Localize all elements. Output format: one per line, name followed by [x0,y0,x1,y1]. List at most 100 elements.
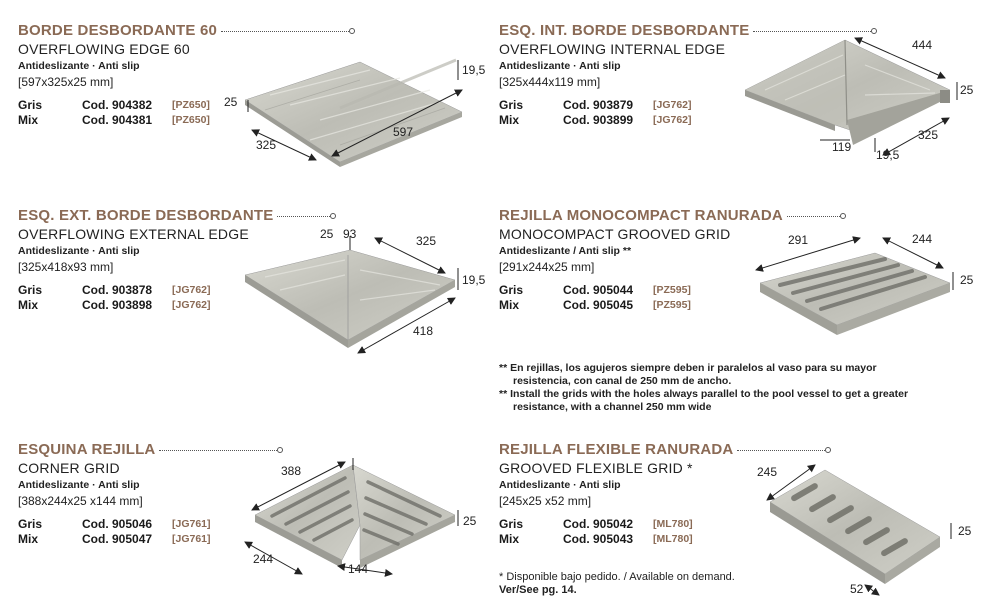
product-title: REJILLA FLEXIBLE RANURADA [499,440,734,458]
product-ref: [PZ650] [172,113,210,126]
product-subtitle: GROOVED FLEXIBLE GRID * [499,460,693,476]
dimension-lines-borde-60 [247,60,463,161]
product-size: [245x25 x52 mm] [499,494,592,508]
product-code: Cod. 904381 [82,112,153,127]
product-illustration-esq-int [744,39,951,145]
product-ref: [ML780] [653,532,693,545]
product-code: Cod. 905045 [563,297,634,312]
dimension-lines-rejilla-flexible [766,464,952,596]
dimension-depth: 144 [348,562,369,576]
dimension-length: 291 [788,233,809,247]
product-code: Cod. 905044 [563,282,634,297]
dimension-width: 325 [256,138,277,152]
dimension-height: 19,5 [876,148,900,162]
see-page-text: Ver/See pg. 14. [499,584,577,596]
color-name: Gris [18,282,43,297]
product-subtitle: OVERFLOWING INTERNAL EDGE [499,41,726,57]
product-ref: [ML780] [653,517,693,530]
dimension-thickness: 25 [960,273,974,287]
product-code: Cod. 905042 [563,516,634,531]
dimension-lines-esquina-rejilla [244,458,459,577]
product-card-rejilla-monocompact: REJILLA MONOCOMPACT RANURADA MONOCOMPACT… [499,205,846,312]
product-ref: [JG761] [172,532,211,545]
color-name: Mix [499,297,520,312]
color-name: Gris [499,282,524,297]
dimension-length: 245 [757,465,778,479]
availability-note: * Disponible bajo pedido. / Available on… [499,571,735,597]
product-code: Cod. 903879 [563,97,634,112]
color-name: Mix [18,112,39,127]
product-title: ESQUINA REJILLA [18,440,156,458]
product-code: Cod. 905043 [563,531,634,546]
dimension-lines-rejilla-monocompact [755,236,954,290]
product-ref: [JG761] [172,517,211,530]
color-name: Mix [499,112,520,127]
product-subtitle: MONOCOMPACT GROOVED GRID [499,226,731,242]
dimension-width: 325 [918,128,939,142]
grid-note: ** En rejillas, los agujeros siempre deb… [499,362,908,414]
antislip-label: Antideslizante · Anti slip [499,60,621,72]
dimension-length: 597 [393,125,414,139]
dimension-width: 244 [912,232,933,246]
dimension-length: 418 [413,324,434,338]
color-name: Gris [499,516,524,531]
product-ref: [JG762] [653,98,692,111]
antislip-label: Antideslizante / Anti slip ** [499,245,632,257]
product-code: Cod. 904382 [82,97,153,112]
dimension-width: 244 [253,552,274,566]
product-ref: [JG762] [172,283,211,296]
grid-note-en-2: resistance, with a channel 250 mm wide [513,401,712,413]
product-ref: [JG762] [653,113,692,126]
product-title: BORDE DESBORDANTE 60 [18,21,218,39]
product-size: [291x244x25 mm] [499,260,595,274]
product-code: Cod. 905046 [82,516,153,531]
dimension-height: 19,5 [462,63,486,77]
grid-note-en: ** Install the grids with the holes alwa… [499,388,909,400]
product-size: [325x444x119 mm] [499,75,601,89]
product-subtitle: CORNER GRID [18,460,120,476]
antislip-label: Antideslizante · Anti slip [499,479,621,491]
dimension-lines-esq-ext [349,236,459,354]
color-name: Gris [18,97,43,112]
dimension-thickness: 25 [463,514,477,528]
color-name: Mix [18,297,39,312]
dimension-width: 325 [416,234,437,248]
dimension-depth: 119 [832,140,852,154]
product-code: Cod. 905047 [82,531,153,546]
product-size: [388x244x25 x144 mm] [18,494,143,508]
product-subtitle: OVERFLOWING EDGE 60 [18,41,190,57]
product-ref: [PZ650] [172,98,210,111]
product-ref: [PZ595] [653,298,691,311]
antislip-label: Antideslizante · Anti slip [18,245,140,257]
product-title: ESQ. EXT. BORDE DESBORDANTE [18,206,274,224]
color-name: Mix [18,531,39,546]
product-ref: [PZ595] [653,283,691,296]
antislip-label: Antideslizante · Anti slip [18,479,140,491]
dimension-height: 19,5 [462,273,486,287]
product-ref: [JG762] [172,298,211,311]
dimension-width: 52 [850,582,864,596]
product-card-borde-desbordante-60: BORDE DESBORDANTE 60 OVERFLOWING EDGE 60… [18,20,356,127]
grid-note-es: ** En rejillas, los agujeros siempre deb… [499,362,877,374]
dimension-thickness: 25 [224,95,238,109]
color-name: Mix [499,531,520,546]
grid-note-es-2: resistencia, con canal de 250 mm de anch… [513,375,732,387]
dimension-lines-esq-int [820,37,958,156]
product-card-rejilla-flexible: REJILLA FLEXIBLE RANURADA GROOVED FLEXIB… [499,439,832,546]
antislip-label: Antideslizante · Anti slip [18,60,140,72]
dimension-thickness: 25 [320,227,334,241]
dimension-length: 444 [912,38,933,52]
color-name: Gris [499,97,524,112]
product-title: REJILLA MONOCOMPACT RANURADA [499,206,783,224]
product-code: Cod. 903899 [563,112,634,127]
dimension-thickness: 25 [958,524,972,538]
color-name: Gris [18,516,43,531]
dimension-thickness: 25 [960,83,974,97]
availability-text: * Disponible bajo pedido. / Available on… [499,571,735,583]
dimension-depth: 93 [343,227,357,241]
product-card-esq-ext: ESQ. EXT. BORDE DESBORDANTE OVERFLOWING … [18,205,337,312]
dimension-length: 388 [281,464,302,478]
product-subtitle: OVERFLOWING EXTERNAL EDGE [18,226,249,242]
product-size: [325x418x93 mm] [18,260,114,274]
product-card-esq-int: ESQ. INT. BORDE DESBORDANTE OVERFLOWING … [499,20,878,127]
